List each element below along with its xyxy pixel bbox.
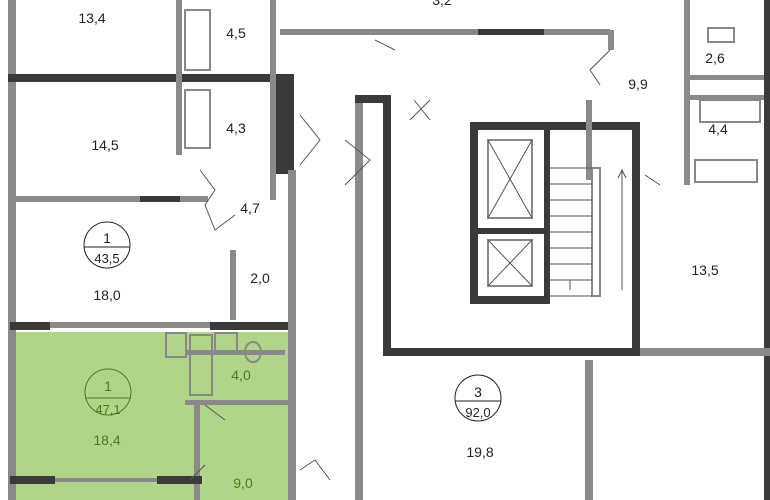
room-area: 4,0 bbox=[231, 367, 251, 383]
apartment-area: 43,5 bbox=[94, 251, 119, 266]
apartment-badge[interactable]: 1 43,5 bbox=[83, 221, 131, 269]
room-area: 18,0 bbox=[93, 287, 120, 303]
room-area: 2,6 bbox=[705, 50, 725, 66]
apartment-badge[interactable]: 3 92,0 bbox=[454, 374, 502, 422]
room-area: 9,9 bbox=[628, 76, 648, 92]
room-area: 18,4 bbox=[93, 432, 120, 448]
fixtures bbox=[165, 9, 761, 481]
apartment-area: 47,1 bbox=[95, 402, 120, 417]
room-area: 4,5 bbox=[226, 25, 246, 41]
room-area: 14,5 bbox=[91, 137, 118, 153]
room-labels: 13,4 4,5 3,2 2,6 9,9 14,5 4,3 4,4 4,7 2,… bbox=[78, 0, 728, 491]
room-area: 4,4 bbox=[708, 121, 728, 137]
room-area: 9,0 bbox=[233, 475, 253, 491]
apartment-rooms: 1 bbox=[103, 230, 111, 246]
room-area: 2,0 bbox=[250, 270, 270, 286]
room-area: 4,7 bbox=[240, 200, 260, 216]
apartment-area: 92,0 bbox=[465, 405, 490, 420]
room-area: 4,3 bbox=[226, 120, 246, 136]
apartment-badge-selected[interactable]: 1 47,1 bbox=[84, 368, 132, 417]
apartment-47-1[interactable] bbox=[14, 332, 292, 500]
apartment-rooms: 1 bbox=[104, 378, 112, 394]
walls bbox=[8, 0, 770, 500]
room-area: 13,5 bbox=[691, 262, 718, 278]
room-area: 13,4 bbox=[78, 10, 105, 26]
room-area: 3,2 bbox=[432, 0, 452, 8]
room-area: 19,8 bbox=[466, 444, 493, 460]
apartment-rooms: 3 bbox=[474, 384, 482, 400]
